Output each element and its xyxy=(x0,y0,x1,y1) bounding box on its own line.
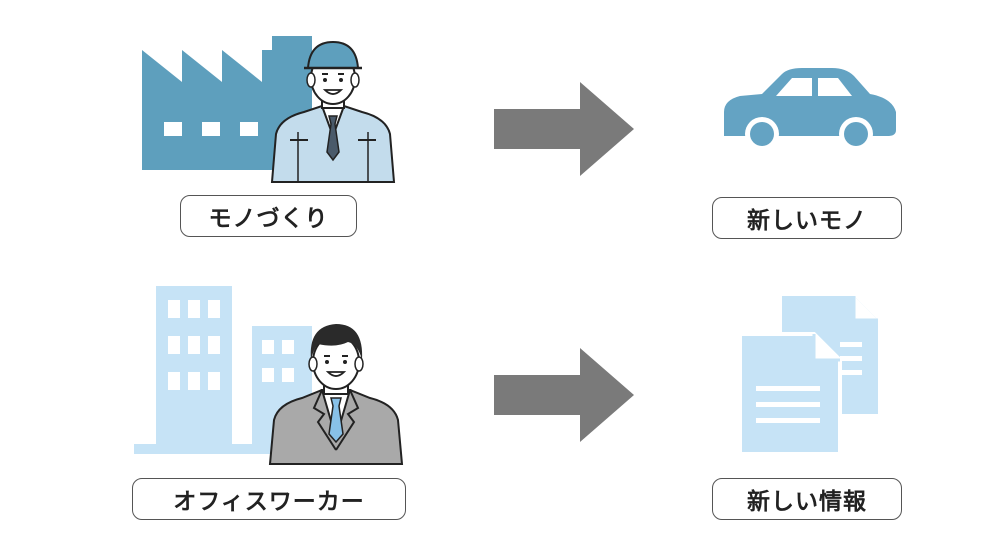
arrow-right-icon xyxy=(494,348,634,442)
office-building-icon xyxy=(134,286,314,454)
monozukuri-label: モノづくり xyxy=(180,195,357,237)
documents-icon xyxy=(738,296,878,456)
car-icon xyxy=(724,68,896,151)
factory-worker-icon xyxy=(270,40,396,183)
office-worker-label: オフィスワーカー xyxy=(132,478,406,520)
arrow-right-icon xyxy=(494,82,634,176)
new-things-label: 新しいモノ xyxy=(712,197,902,239)
new-information-label: 新しい情報 xyxy=(712,478,902,520)
factory-icon xyxy=(142,36,312,170)
office-worker-icon xyxy=(268,324,404,465)
